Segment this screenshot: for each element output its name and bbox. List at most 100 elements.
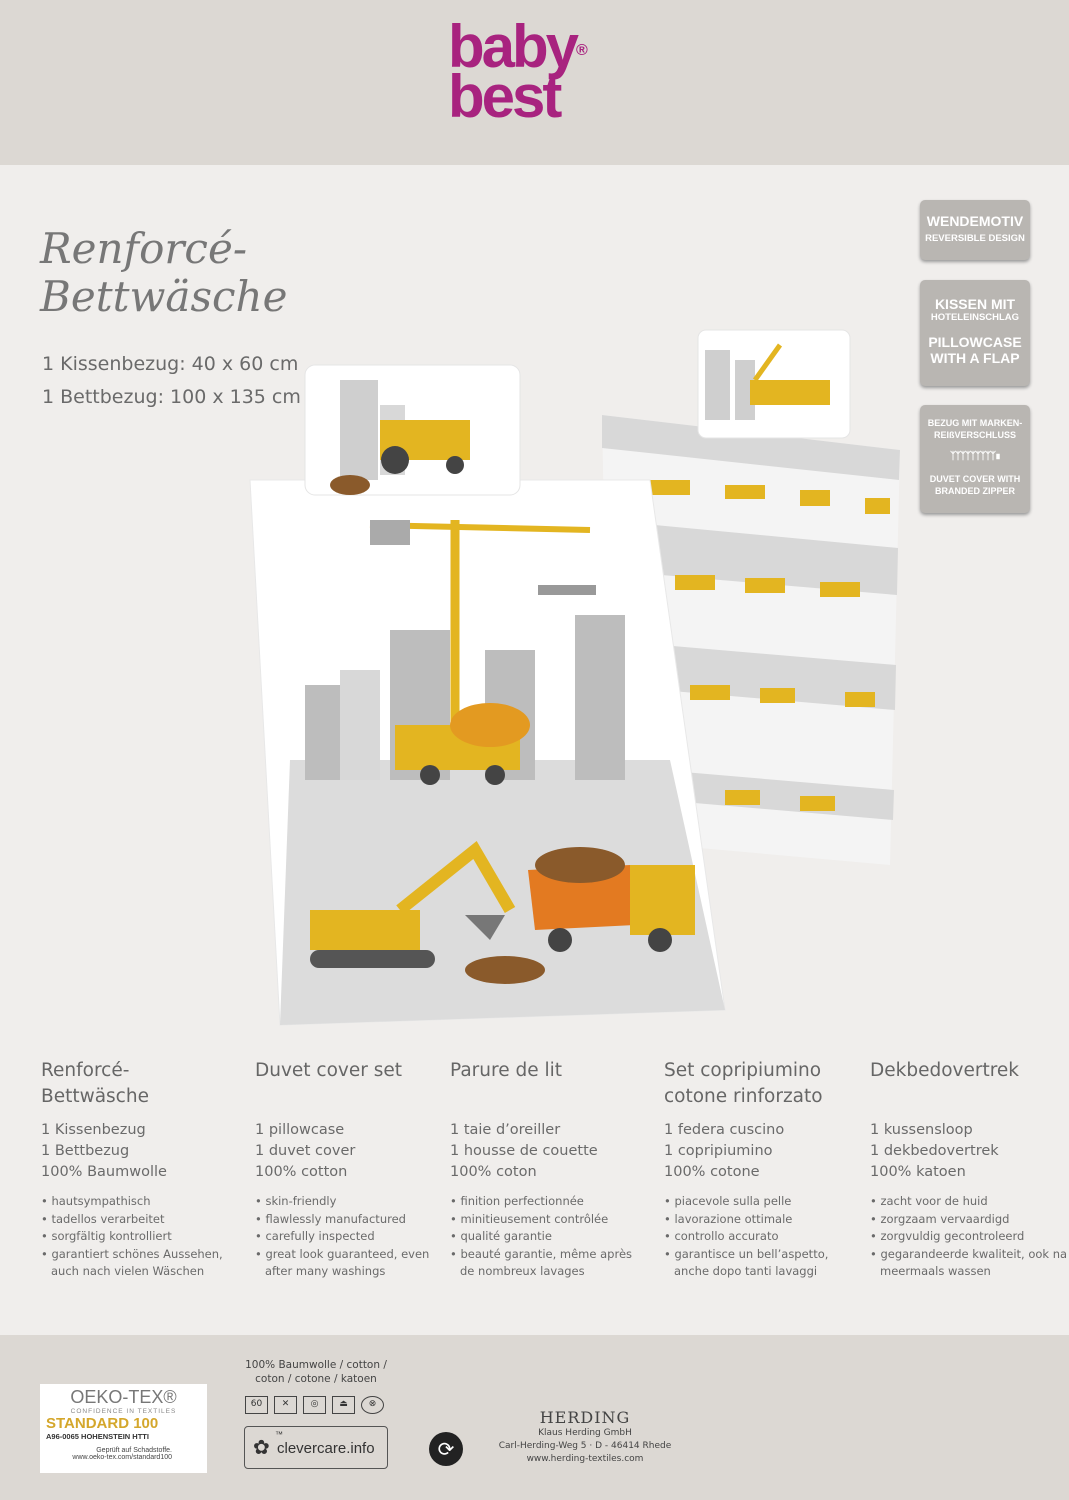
language-column: Set copripiumino cotone rinforzato 1 feder… [664,1058,864,1281]
language-column: Renforcé- Bettwäsche 1 Kissenbezug 1 Bettbe… [41,1058,241,1281]
feature-item: minitieusement contrôlée [450,1211,650,1229]
badge-text: KISSEN MIT [934,296,1016,312]
wash-60-icon: 60 [245,1396,268,1414]
title-line: cotone rinforzato [664,1086,823,1107]
logo-line1: baby [448,13,579,80]
feature-item: zorgzaam vervaardigd [870,1211,1069,1229]
babybest-logo: baby® best [448,17,588,127]
oeko-code: A96-0065 HOHENSTEIN HTTI [46,1432,149,1441]
detail-line: 100% coton [450,1164,537,1180]
zipper-icon: ᛉᛉᛉᛉᛉᛉᛉᛉᛉ▮ [950,451,1001,462]
logo-line2: best [448,63,562,130]
bedding-illustration [249,329,900,1026]
tumble-dry-icon: ◎ [303,1396,326,1414]
product-title: Renforcé- Bettwäsche [40,225,287,321]
feature-list: skin-friendlyflawlessly manufacturedcare… [255,1193,455,1281]
column-title: Parure de lit [450,1058,650,1113]
detail-line: 1 copripiumino [664,1143,773,1159]
duvet-front [249,479,726,1026]
feature-list: piacevole sulla pellelavorazione ottimal… [664,1193,864,1281]
header-band: baby® best [0,0,1069,165]
title-line2: Bettwäsche [40,272,288,321]
title-line: Set copripiumino [664,1060,822,1081]
badge-reversible: WENDEMOTIV REVERSIBLE DESIGN [920,200,1030,260]
language-column: Duvet cover set 1 pillowcase 1 duvet cover… [255,1058,455,1281]
title-line: Renforcé- [41,1060,130,1081]
duvet-size: 1 Bettbezug: 100 x 135 cm [42,386,301,408]
clevercare-text: clevercare.info [277,1440,375,1457]
feature-item: zacht voor de huid [870,1193,1069,1211]
detail-line: 1 taie d’oreiller [450,1122,561,1138]
feature-item: finition perfectionnée [450,1193,650,1211]
clevercare-logo: ✿ ™ clevercare.info [244,1426,388,1469]
feature-item: flawlessly manufactured [255,1211,455,1229]
no-dry-clean-icon: ⊗ [361,1396,384,1414]
feature-item: gegarandeerde kwaliteit, ook na meermaal… [870,1246,1069,1281]
detail-line: 1 Kissenbezug [41,1122,146,1138]
duvet-back [602,415,900,865]
material-info: 100% Baumwolle / cotton / coton / cotone… [240,1358,392,1386]
badge-text: WITH A FLAP [930,350,1020,366]
badge-text: PILLOWCASE [928,334,1022,350]
detail-line: 1 dekbedovertrek [870,1143,999,1159]
oeko-tex-label: OEKO-TEX® CONFIDENCE IN TEXTILES STANDAR… [40,1384,207,1473]
detail-line: 1 federa cuscino [664,1122,785,1138]
oeko-tag: CONFIDENCE IN TEXTILES [70,1408,177,1415]
badge-pillow-flap: KISSEN MIT HOTELEINSCHLAG PILLOWCASE WIT… [920,280,1030,386]
dump-truck [528,847,695,952]
material-line: 100% Baumwolle / cotton / [245,1359,387,1371]
oeko-name: OEKO-TEX® [70,1387,177,1407]
feature-list: hautsympathischtadellos verarbeitetsorgf… [41,1193,241,1281]
title-line: Bettwäsche [41,1086,149,1107]
feature-item: lavorazione ottimale [664,1211,864,1229]
column-title: Dekbedovertrek [870,1058,1069,1113]
column-title: Set copripiumino cotone rinforzato [664,1058,864,1113]
badge-subtext: REVERSIBLE DESIGN [925,233,1025,244]
title-line: Duvet cover set [255,1060,403,1081]
feature-list: zacht voor de huidzorgzaam vervaardigdzo… [870,1193,1069,1281]
product-sizes: 1 Kissenbezug: 40 x 60 cm 1 Bettbezug: 1… [42,348,301,414]
feature-item: qualité garantie [450,1228,650,1246]
title-line: Parure de lit [450,1060,562,1081]
column-title: Duvet cover set [255,1058,455,1113]
badge-subtext: BRANDED ZIPPER [934,486,1015,496]
feature-item: beauté garantie, même après de nombreux … [450,1246,650,1281]
badge-subtext: DUVET COVER WITH [929,474,1021,484]
material-line: coton / cotone / katoen [255,1373,377,1385]
herding-name: HERDING [539,1408,631,1427]
no-bleach-icon: ✕ [274,1396,297,1414]
pillow-size: 1 Kissenbezug: 40 x 60 cm [42,353,299,375]
column-title: Renforcé- Bettwäsche [41,1058,241,1113]
cement-truck [395,703,530,785]
pillow-front [304,364,521,496]
feature-item: garantisce un bell’aspetto, anche dopo t… [664,1246,864,1281]
care-symbols: 60 ✕ ◎ ⏏ ⊗ [245,1396,384,1414]
detail-line: 100% katoen [870,1164,966,1180]
feature-item: tadellos verarbeitet [41,1211,241,1229]
pillow-back [697,329,851,439]
detail-line: 1 duvet cover [255,1143,356,1159]
column-details: 1 kussensloop 1 dekbedovertrek 100% katoen [870,1120,1069,1183]
detail-line: 1 pillowcase [255,1122,345,1138]
herding-info: HERDING Klaus Herding GmbH Carl-Herding-… [495,1408,675,1466]
flower-icon: ✿ [253,1437,270,1459]
feature-item: piacevole sulla pelle [664,1193,864,1211]
herding-web: www.herding-textiles.com [526,1454,644,1464]
badge-subtext: BEZUG MIT MARKEN- [927,418,1023,428]
detail-line: 1 Bettbezug [41,1143,130,1159]
oeko-standard: STANDARD 100 [46,1415,159,1432]
trademark: ™ [275,1430,283,1439]
title-line1: Renforcé- [40,224,248,273]
feature-list: finition perfectionnéeminitieusement con… [450,1193,650,1281]
feature-item: garantiert schönes Aussehen, auch nach v… [41,1246,241,1281]
registered-mark: ® [576,42,588,59]
detail-line: 100% cotton [255,1164,348,1180]
feature-item: carefully inspected [255,1228,455,1246]
feature-item: hautsympathisch [41,1193,241,1211]
badge-text: WENDEMOTIV [926,213,1024,229]
detail-line: 1 kussensloop [870,1122,973,1138]
oeko-url: www.oeko-tex.com/standard100 [72,1454,172,1461]
